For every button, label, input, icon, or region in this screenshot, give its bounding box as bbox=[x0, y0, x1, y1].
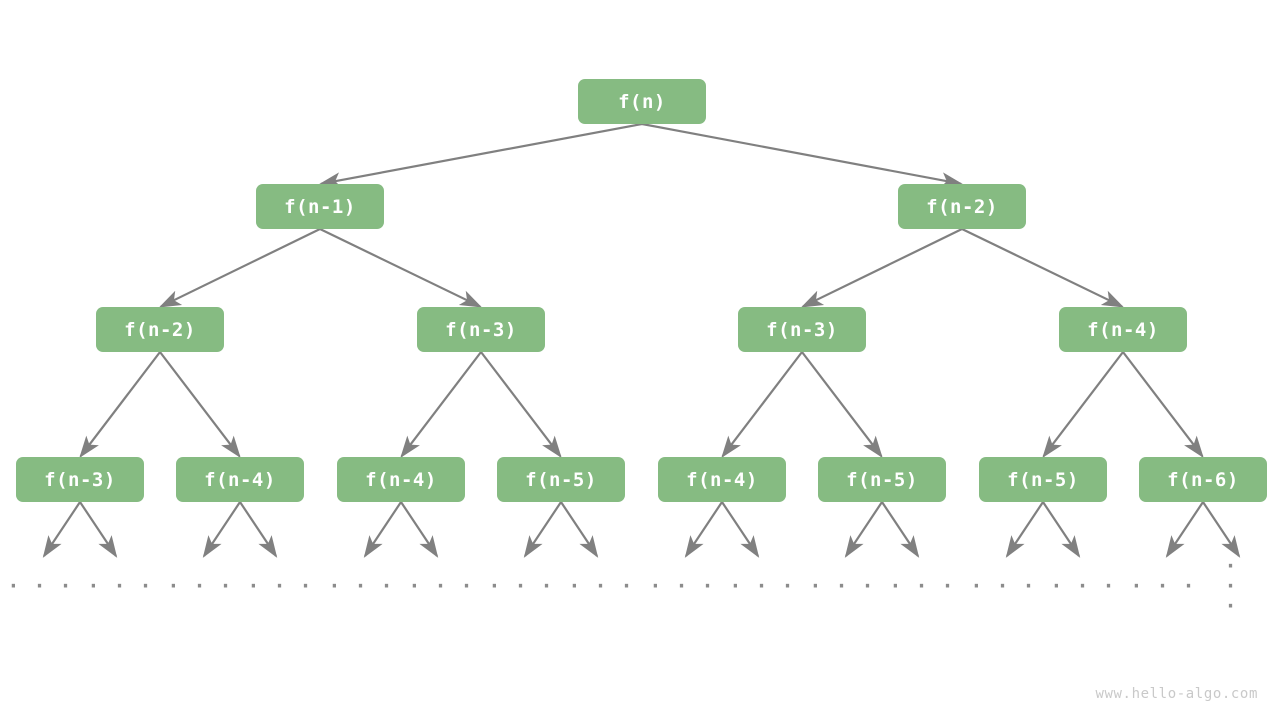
tree-edge-leaf bbox=[881, 501, 920, 558]
ellipsis-marker: · · · bbox=[247, 574, 313, 598]
tree-edge bbox=[158, 228, 321, 308]
tree-edge bbox=[480, 351, 562, 458]
tree-edge bbox=[961, 228, 1125, 308]
tree-edge bbox=[800, 228, 963, 308]
tree-edge bbox=[79, 351, 161, 458]
tree-edge bbox=[1042, 351, 1124, 458]
watermark: www.hello-algo.com bbox=[1095, 686, 1258, 702]
ellipsis-marker: · · · bbox=[649, 574, 715, 598]
tree-node-label: f(n-2) bbox=[926, 195, 998, 218]
tree-edge-leaf bbox=[721, 501, 760, 558]
tree-node: f(n-5) bbox=[979, 457, 1107, 502]
tree-edge bbox=[400, 351, 482, 458]
ellipsis-marker: · · · bbox=[167, 574, 233, 598]
ellipsis-marker: · · · bbox=[408, 574, 474, 598]
tree-edge-leaf bbox=[79, 501, 118, 558]
tree-edge bbox=[318, 122, 643, 188]
ellipsis-marker: · · · bbox=[87, 574, 153, 598]
tree-edge bbox=[641, 122, 964, 188]
tree-edge-leaf bbox=[363, 501, 402, 558]
tree-edge-leaf bbox=[400, 501, 439, 558]
tree-node: f(n-4) bbox=[176, 457, 304, 502]
tree-node-label: f(n-1) bbox=[284, 195, 356, 218]
ellipsis-marker: · · · bbox=[729, 574, 795, 598]
tree-node: f(n-5) bbox=[497, 457, 625, 502]
ellipsis-marker: · · · bbox=[970, 574, 1036, 598]
ellipsis-marker: · · · bbox=[568, 574, 634, 598]
tree-node-label: f(n-4) bbox=[1087, 318, 1159, 341]
tree-node-label: f(n-4) bbox=[365, 468, 437, 491]
tree-node: f(n-2) bbox=[898, 184, 1026, 229]
tree-node-label: f(n-3) bbox=[44, 468, 116, 491]
tree-node: f(n-6) bbox=[1139, 457, 1267, 502]
tree-node: f(n-4) bbox=[658, 457, 786, 502]
tree-edge-leaf bbox=[523, 501, 562, 558]
tree-edge-leaf bbox=[1202, 501, 1241, 558]
tree-edge bbox=[721, 351, 803, 458]
tree-node-label: f(n-4) bbox=[204, 468, 276, 491]
tree-node: f(n-2) bbox=[96, 307, 224, 352]
ellipsis-marker: · · · bbox=[889, 574, 955, 598]
tree-node: f(n-3) bbox=[417, 307, 545, 352]
tree-node-label: f(n-3) bbox=[766, 318, 838, 341]
ellipsis-marker: · · · bbox=[488, 574, 554, 598]
ellipsis-marker: · · · bbox=[328, 574, 394, 598]
tree-edge-leaf bbox=[560, 501, 599, 558]
tree-node-label: f(n-5) bbox=[525, 468, 597, 491]
ellipsis-marker: · · · bbox=[809, 574, 875, 598]
tree-edge bbox=[1122, 351, 1204, 458]
tree-node: f(n-1) bbox=[256, 184, 384, 229]
ellipsis-marker: · · · bbox=[7, 574, 73, 598]
tree-edge-leaf bbox=[239, 501, 278, 558]
tree-node: f(n-3) bbox=[738, 307, 866, 352]
tree-node: f(n-4) bbox=[1059, 307, 1187, 352]
ellipsis-marker: · · · bbox=[1130, 574, 1196, 598]
tree-node-label: f(n-6) bbox=[1167, 468, 1239, 491]
tree-node-label: f(n-3) bbox=[445, 318, 517, 341]
tree-edge-leaf bbox=[42, 501, 81, 558]
tree-edge-leaf bbox=[684, 501, 723, 558]
tree-edge bbox=[319, 228, 483, 308]
tree-node: f(n-3) bbox=[16, 457, 144, 502]
tree-edge-leaf bbox=[1165, 501, 1204, 558]
tree-edge-leaf bbox=[1042, 501, 1081, 558]
tree-node: f(n-5) bbox=[818, 457, 946, 502]
tree-edge bbox=[159, 351, 241, 458]
tree-node: f(n) bbox=[578, 79, 706, 124]
tree-node-label: f(n-4) bbox=[686, 468, 758, 491]
tree-node-label: f(n-2) bbox=[124, 318, 196, 341]
tree-edge-leaf bbox=[1005, 501, 1044, 558]
ellipsis-marker: · · · bbox=[1050, 574, 1116, 598]
tree-edge-leaf bbox=[202, 501, 241, 558]
tree-node: f(n-4) bbox=[337, 457, 465, 502]
tree-edge bbox=[801, 351, 883, 458]
ellipsis-marker: · · · bbox=[1224, 554, 1238, 618]
tree-node-label: f(n) bbox=[618, 90, 666, 113]
tree-node-label: f(n-5) bbox=[846, 468, 918, 491]
tree-node-label: f(n-5) bbox=[1007, 468, 1079, 491]
tree-edge-leaf bbox=[844, 501, 883, 558]
